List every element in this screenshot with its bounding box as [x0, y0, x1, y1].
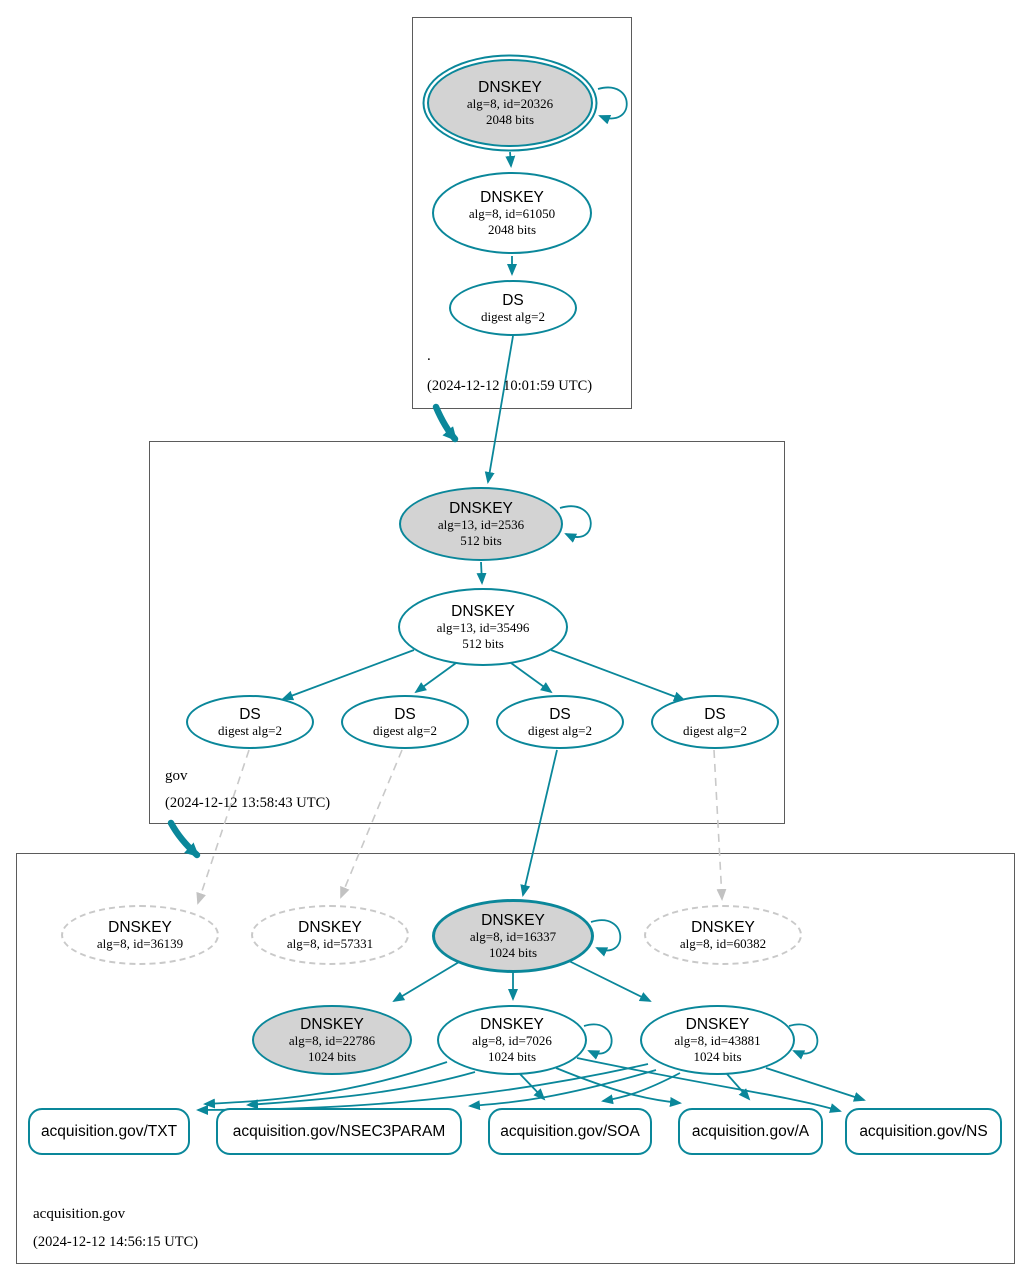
dnskey-node-60382[interactable]: DNSKEY alg=8, id=60382: [644, 905, 802, 965]
dnskey-detail-label: alg=8, id=36139: [96, 936, 184, 952]
edge-gov-to-acquisition-delegation: [167, 819, 201, 859]
ds-node-gov-2[interactable]: DS digest alg=2: [341, 695, 469, 749]
edge-key16337-to-key43881: [568, 960, 652, 1002]
dnskey-type-label: DNSKEY: [108, 918, 172, 936]
ds-detail-label: digest alg=2: [527, 723, 593, 739]
dnskey-node-2536[interactable]: DNSKEY alg=13, id=2536 512 bits: [399, 487, 563, 561]
rrset-box-nsec3param[interactable]: acquisition.gov/NSEC3PARAM: [216, 1108, 462, 1155]
edge-key43881-to-rrset-ns: [765, 1067, 866, 1102]
edge-root-ds-to-gov-ksk: [484, 335, 514, 484]
dnskey-bits-label: 512 bits: [462, 635, 504, 651]
edge-key43881-selfloop: [788, 1023, 819, 1060]
ds-detail-label: digest alg=2: [372, 723, 438, 739]
edge-key7026-selfloop: [583, 1023, 613, 1060]
dnskey-node-20326[interactable]: DNSKEY alg=8, id=20326 2048 bits: [427, 59, 593, 147]
dnskey-bits-label: 1024 bits: [307, 1048, 357, 1064]
dnskey-node-61050[interactable]: DNSKEY alg=8, id=61050 2048 bits: [432, 172, 592, 254]
rrset-box-soa[interactable]: acquisition.gov/SOA: [488, 1108, 652, 1155]
dnskey-bits-label: 1024 bits: [487, 1048, 537, 1064]
dnskey-type-label: DNSKEY: [480, 188, 544, 206]
ds-type-label: DS: [239, 705, 261, 723]
zone-timestamp-gov: (2024-12-12 13:58:43 UTC): [165, 795, 331, 811]
ds-type-label: DS: [502, 291, 524, 309]
ds-node-gov-3[interactable]: DS digest alg=2: [496, 695, 624, 749]
ds-node-gov-4[interactable]: DS digest alg=2: [651, 695, 779, 749]
dnskey-type-label: DNSKEY: [478, 78, 542, 96]
dnskey-detail-label: alg=8, id=16337: [469, 929, 557, 945]
dnskey-bits-label: 2048 bits: [485, 111, 535, 127]
zone-timestamp-acquisition: (2024-12-12 14:56:15 UTC): [33, 1234, 199, 1250]
rrset-label: acquisition.gov/NS: [859, 1122, 988, 1140]
rrset-label: acquisition.gov/NSEC3PARAM: [232, 1122, 446, 1140]
edge-key43881-to-rrset-soa: [601, 1072, 681, 1105]
rrset-box-ns[interactable]: acquisition.gov/NS: [845, 1108, 1002, 1155]
dnskey-node-36139[interactable]: DNSKEY alg=8, id=36139: [61, 905, 219, 965]
edge-gov-zsk-to-ds1: [281, 649, 415, 701]
zone-label-acquisition: acquisition.gov: [33, 1206, 126, 1222]
edge-gov-zsk-to-ds3: [510, 662, 553, 694]
edge-gov-ds2-to-key57331: [340, 749, 403, 899]
edge-gov-ksk-selfloop: [559, 505, 592, 543]
rrset-label: acquisition.gov/A: [691, 1122, 810, 1140]
dnskey-node-7026[interactable]: DNSKEY alg=8, id=7026 1024 bits: [437, 1005, 587, 1075]
rrset-label: acquisition.gov/TXT: [40, 1122, 178, 1140]
dnskey-detail-label: alg=13, id=2536: [437, 517, 525, 533]
rrset-box-txt[interactable]: acquisition.gov/TXT: [28, 1108, 190, 1155]
dnskey-detail-label: alg=8, id=20326: [466, 96, 554, 112]
dnskey-bits-label: 1024 bits: [693, 1048, 742, 1064]
zone-label-root: .: [427, 348, 431, 364]
edge-gov-ds1-to-key36139: [196, 749, 250, 905]
edge-root-ksk-selfloop: [597, 86, 628, 125]
ds-node-gov-1[interactable]: DS digest alg=2: [186, 695, 314, 749]
edge-root-ksk-to-zsk: [505, 151, 516, 168]
edge-key43881-to-rrset-a: [726, 1073, 751, 1101]
dnskey-bits-label: 1024 bits: [488, 944, 538, 960]
dnskey-detail-label: alg=8, id=60382: [679, 936, 767, 952]
edge-gov-zsk-to-ds4: [550, 649, 686, 702]
ds-node-root[interactable]: DS digest alg=2: [449, 280, 577, 336]
edge-root-to-gov-delegation: [432, 403, 459, 443]
dnskey-type-label: DNSKEY: [685, 1015, 750, 1033]
dnskey-detail-label: alg=13, id=35496: [436, 620, 530, 636]
dnskey-node-22786[interactable]: DNSKEY alg=8, id=22786 1024 bits: [252, 1005, 412, 1075]
dnskey-type-label: DNSKEY: [451, 602, 515, 620]
ds-detail-label: digest alg=2: [682, 723, 748, 739]
dnskey-node-57331[interactable]: DNSKEY alg=8, id=57331: [251, 905, 409, 965]
zone-timestamp-root: (2024-12-12 10:01:59 UTC): [427, 378, 593, 394]
dnskey-detail-label: alg=8, id=7026: [472, 1033, 552, 1049]
dnskey-node-43881[interactable]: DNSKEY alg=8, id=43881 1024 bits: [640, 1005, 795, 1075]
dnskey-detail-label: alg=8, id=61050: [468, 206, 556, 222]
edge-key7026-to-rrset-nsec3param: [246, 1071, 476, 1110]
dnskey-bits-label: 2048 bits: [487, 221, 537, 237]
dnskey-type-label: DNSKEY: [481, 911, 545, 929]
dnskey-type-label: DNSKEY: [480, 1015, 544, 1033]
dnskey-detail-label: alg=8, id=43881: [674, 1033, 761, 1049]
dnskey-detail-label: alg=8, id=22786: [288, 1033, 376, 1049]
edge-gov-ds3-to-key16337: [520, 749, 558, 897]
rrset-label: acquisition.gov/SOA: [500, 1122, 640, 1140]
edge-key43881-to-rrset-nsec3param: [468, 1069, 657, 1111]
dnskey-bits-label: 512 bits: [460, 532, 502, 548]
ds-type-label: DS: [394, 705, 416, 723]
zone-label-gov: gov: [165, 768, 188, 784]
ds-detail-label: digest alg=2: [480, 309, 546, 325]
edge-key7026-to-rrset-txt: [203, 1061, 448, 1109]
ds-detail-label: digest alg=2: [217, 723, 283, 739]
dnskey-type-label: DNSKEY: [449, 499, 513, 517]
edge-gov-zsk-to-ds2: [414, 662, 457, 694]
dnskey-node-35496[interactable]: DNSKEY alg=13, id=35496 512 bits: [398, 588, 568, 666]
rrset-box-a[interactable]: acquisition.gov/A: [678, 1108, 823, 1155]
ds-type-label: DS: [704, 705, 726, 723]
dnskey-node-16337[interactable]: DNSKEY alg=8, id=16337 1024 bits: [432, 899, 594, 973]
edge-gov-ksk-to-zsk: [476, 561, 487, 585]
edge-gov-ds4-to-key60382: [713, 749, 727, 901]
dnskey-detail-label: alg=8, id=57331: [286, 936, 374, 952]
edge-key16337-to-key22786: [392, 961, 460, 1003]
dnskey-type-label: DNSKEY: [691, 918, 755, 936]
dnskey-type-label: DNSKEY: [300, 1015, 364, 1033]
dnskey-type-label: DNSKEY: [298, 918, 362, 936]
ds-type-label: DS: [549, 705, 571, 723]
edge-key16337-selfloop: [590, 919, 622, 957]
